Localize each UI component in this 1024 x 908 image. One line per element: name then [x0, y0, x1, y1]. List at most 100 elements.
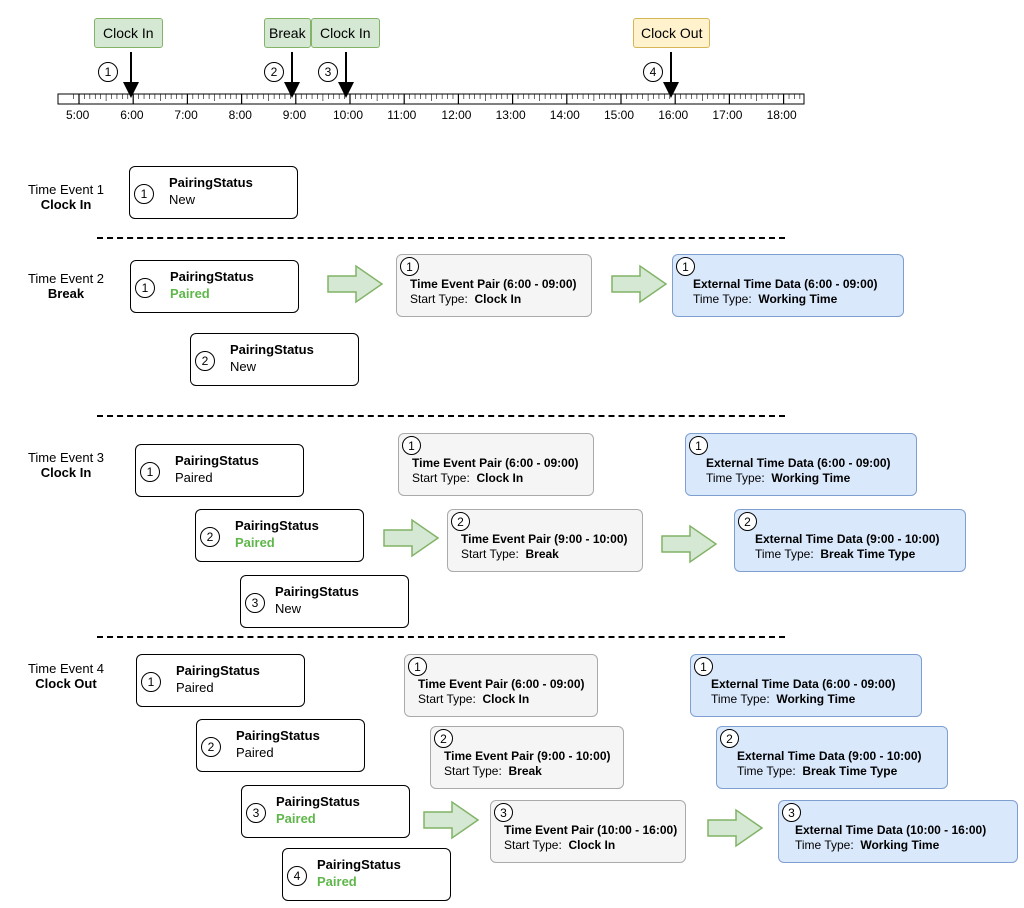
status-title: PairingStatus — [275, 584, 359, 599]
pair-detail: Start Type: Clock In — [418, 692, 529, 706]
row-label-event-1: Time Event 1 Clock In — [16, 182, 116, 212]
status-value: Paired — [176, 680, 214, 695]
tick-label: 15:00 — [604, 108, 635, 122]
row-label-line2: Clock In — [40, 465, 92, 480]
flow-arrow — [383, 518, 440, 558]
time-event-pair-box: 1 Time Event Pair (6:00 - 09:00) Start T… — [404, 654, 598, 717]
pairing-status-box: 2 PairingStatus Paired — [195, 509, 364, 562]
status-value: New — [275, 601, 302, 616]
ext-title: External Time Data (6:00 - 09:00) — [706, 456, 891, 470]
pair-number: 3 — [494, 803, 513, 822]
ext-detail: Time Type: Working Time — [795, 838, 939, 852]
pairing-status-box: 2 PairingStatus New — [190, 333, 359, 386]
pair-title: Time Event Pair (6:00 - 09:00) — [418, 677, 585, 691]
marker-label-clock-out: Clock Out — [633, 18, 711, 48]
marker-label-break: Break — [264, 18, 311, 48]
row-label-line2: Clock Out — [35, 676, 97, 691]
pair-detail-value: Clock In — [474, 292, 522, 306]
pair-detail-label: Start Type: — [412, 471, 470, 485]
pair-detail-value: Break — [525, 547, 559, 561]
status-number: 1 — [134, 184, 154, 204]
ext-detail-value: Working Time — [771, 471, 851, 485]
ext-number: 2 — [720, 729, 739, 748]
pairing-status-box: 2 PairingStatus Paired — [196, 719, 365, 772]
marker-number-2: 2 — [264, 62, 284, 82]
pair-detail-value: Clock In — [568, 838, 616, 852]
marker-number-1: 1 — [98, 62, 118, 82]
status-number: 2 — [201, 737, 221, 757]
ext-detail-label: Time Type: — [755, 547, 814, 561]
pairing-status-box: 3 PairingStatus New — [240, 575, 409, 628]
ext-title: External Time Data (9:00 - 10:00) — [755, 532, 940, 546]
status-number: 3 — [245, 593, 265, 613]
ext-detail-value: Working Time — [860, 838, 940, 852]
flow-arrows — [327, 264, 764, 848]
pair-title: Time Event Pair (6:00 - 09:00) — [412, 456, 579, 470]
ext-detail-label: Time Type: — [693, 292, 752, 306]
status-value: New — [230, 359, 257, 374]
ext-number: 1 — [694, 657, 713, 676]
status-title: PairingStatus — [170, 269, 254, 284]
row-label-line2: Break — [47, 286, 85, 301]
pair-number: 1 — [408, 657, 427, 676]
pair-detail: Start Type: Clock In — [504, 838, 615, 852]
pair-title: Time Event Pair (9:00 - 10:00) — [444, 749, 611, 763]
tick-label: 14:00 — [549, 108, 580, 122]
tick-label: 16:00 — [658, 108, 689, 122]
status-value: Paired — [317, 874, 357, 889]
ext-detail: Time Type: Working Time — [706, 471, 850, 485]
external-time-data-box: 1 External Time Data (6:00 - 09:00) Time… — [690, 654, 922, 717]
pair-detail: Start Type: Break — [444, 764, 542, 778]
status-number: 3 — [246, 803, 266, 823]
pair-number: 2 — [434, 729, 453, 748]
flow-arrow — [611, 264, 668, 304]
ext-detail: Time Type: Working Time — [693, 292, 837, 306]
ext-detail-label: Time Type: — [706, 471, 765, 485]
ext-detail-label: Time Type: — [737, 764, 796, 778]
marker-number-3: 3 — [318, 62, 338, 82]
row-label-event-2: Time Event 2 Break — [16, 271, 116, 301]
tick-label: 5:00 — [66, 108, 90, 122]
tick-label: 6:00 — [120, 108, 144, 122]
marker-label-clock-in: Clock In — [94, 18, 163, 48]
status-title: PairingStatus — [230, 342, 314, 357]
section-separator — [97, 636, 785, 638]
pair-number: 2 — [451, 512, 470, 531]
pair-detail-label: Start Type: — [410, 292, 468, 306]
ext-detail-value: Break Time Type — [802, 764, 898, 778]
ext-number: 1 — [676, 257, 695, 276]
row-label-line1: Time Event 1 — [27, 182, 105, 197]
flow-arrow — [707, 808, 764, 848]
status-title: PairingStatus — [276, 794, 360, 809]
pairing-status-box: 1 PairingStatus New — [129, 166, 298, 219]
pairing-status-box: 3 PairingStatus Paired — [241, 785, 410, 838]
section-separator — [97, 237, 785, 239]
tick-label: 8:00 — [228, 108, 252, 122]
pair-number: 1 — [400, 257, 419, 276]
pair-detail: Start Type: Clock In — [410, 292, 521, 306]
status-number: 4 — [287, 866, 307, 886]
ext-detail-label: Time Type: — [711, 692, 770, 706]
tick-label: 10:00 — [333, 108, 364, 122]
pair-detail-label: Start Type: — [504, 838, 562, 852]
status-title: PairingStatus — [317, 857, 401, 872]
time-event-pair-box: 1 Time Event Pair (6:00 - 09:00) Start T… — [398, 433, 594, 496]
pair-title: Time Event Pair (9:00 - 10:00) — [461, 532, 628, 546]
status-title: PairingStatus — [175, 453, 259, 468]
pair-title: Time Event Pair (6:00 - 09:00) — [410, 277, 577, 291]
status-number: 1 — [141, 672, 161, 692]
tick-label: 17:00 — [712, 108, 743, 122]
pair-detail-value: Break — [508, 764, 542, 778]
tick-label: 18:00 — [766, 108, 797, 122]
external-time-data-box: 2 External Time Data (9:00 - 10:00) Time… — [734, 509, 966, 572]
status-title: PairingStatus — [169, 175, 253, 190]
pair-detail-label: Start Type: — [461, 547, 519, 561]
status-value: Paired — [235, 535, 275, 550]
ext-title: External Time Data (10:00 - 16:00) — [795, 823, 987, 837]
pairing-status-box: 4 PairingStatus Paired — [282, 848, 451, 901]
marker-label-clock-in-2: Clock In — [311, 18, 380, 48]
pairing-status-box: 1 PairingStatus Paired — [130, 260, 299, 313]
status-number: 2 — [195, 351, 215, 371]
ruler-ticks — [73, 94, 801, 104]
